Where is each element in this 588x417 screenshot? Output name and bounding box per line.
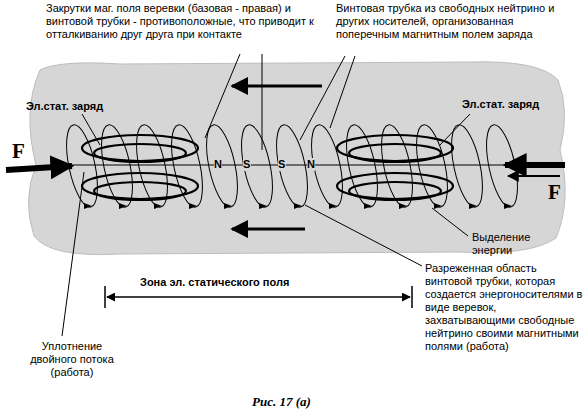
leader-line xyxy=(330,56,355,128)
leader-line xyxy=(205,54,240,138)
helix-loop xyxy=(201,122,244,210)
helix-arrowhead xyxy=(469,203,477,209)
helix-arrowhead xyxy=(224,203,232,209)
pole-label: N xyxy=(307,158,315,171)
note-text: Уплотнение двойного потока (работа) xyxy=(22,340,122,379)
note-text: Винтовая трубка из свободных нейтрино и … xyxy=(336,2,572,41)
dimension-tick xyxy=(104,286,106,308)
field-band xyxy=(28,62,565,255)
force-label: F xyxy=(12,140,32,163)
force-arrow xyxy=(505,162,565,168)
coil-ring xyxy=(349,144,441,162)
dimension-tick xyxy=(411,286,413,308)
leader-line xyxy=(262,54,263,150)
charge-coils xyxy=(82,135,453,200)
helix-loop xyxy=(236,122,279,210)
figure-caption: Рис. 17 (а) xyxy=(252,394,311,409)
force-arrow xyxy=(6,166,72,170)
leader-line xyxy=(62,172,84,336)
note-text: Разреженная область винтовой трубки, кот… xyxy=(425,262,585,353)
coil-ring xyxy=(94,144,186,162)
helix-arrowhead xyxy=(154,203,162,209)
coil-ring xyxy=(82,135,198,161)
leader-line xyxy=(432,208,468,236)
leader-line xyxy=(300,56,345,140)
axis-line xyxy=(70,165,505,166)
helix-arrowhead xyxy=(119,203,127,209)
pole-label: S xyxy=(243,158,251,171)
leader-line xyxy=(305,205,422,266)
helix-arrowhead xyxy=(364,203,372,209)
helix-arrowhead xyxy=(504,203,512,209)
dimension-line xyxy=(107,296,410,298)
helix-arrowhead xyxy=(329,203,337,209)
helix-arrowhead xyxy=(259,203,267,209)
helix-loop xyxy=(306,122,349,210)
leader-line xyxy=(82,114,100,145)
flow-arrow xyxy=(232,228,305,231)
coil-ring xyxy=(82,173,198,199)
helix-loop xyxy=(61,122,104,210)
charge-label: Эл.стат. заряд xyxy=(26,100,136,113)
helix-arrowhead xyxy=(294,203,302,209)
flow-arrow xyxy=(232,85,322,88)
helix-loop xyxy=(446,122,489,210)
coil-ring xyxy=(337,135,453,161)
leader-line xyxy=(440,114,470,145)
helix-arrowhead xyxy=(189,203,197,209)
helix-arrowhead xyxy=(84,203,92,209)
force-label: F xyxy=(548,181,568,204)
helix-tube xyxy=(61,122,524,210)
note-text: Выделение энергии xyxy=(472,231,572,257)
helix-arrowhead xyxy=(399,203,407,209)
pole-label: N xyxy=(214,158,222,171)
coil-ring xyxy=(349,182,441,200)
coil-ring xyxy=(94,182,186,200)
coil-ring xyxy=(337,173,453,199)
charge-label: Эл.стат. заряд xyxy=(462,98,572,111)
force-arrow xyxy=(508,175,560,177)
helix-loop xyxy=(481,122,524,210)
note-text: Закрутки маг. поля веревки (базовая - пр… xyxy=(46,2,331,41)
helix-arrowhead xyxy=(434,203,442,209)
dimension-label: Зона эл. статического поля xyxy=(140,276,380,289)
pole-label: S xyxy=(278,158,286,171)
